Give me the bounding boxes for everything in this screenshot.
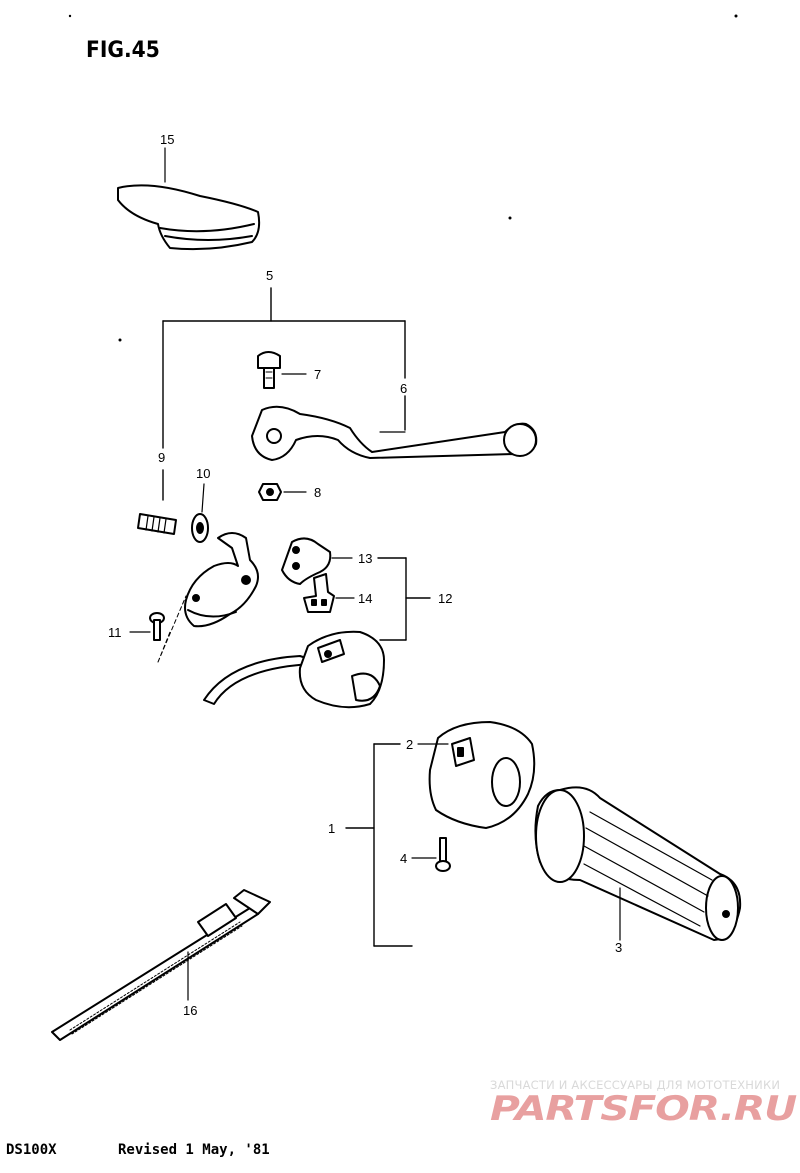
screw-4-part <box>435 837 451 872</box>
clutch-lever-part <box>251 405 538 461</box>
adjuster-part <box>137 513 177 535</box>
revision-label: Revised 1 May, '81 <box>118 1142 270 1158</box>
figure-title: FIG.45 <box>86 38 160 63</box>
bracket-5 <box>162 287 406 501</box>
callout-11: 11 <box>108 625 122 640</box>
callout-3: 3 <box>615 940 622 955</box>
nut-part <box>258 483 282 501</box>
callout-15: 15 <box>160 132 174 147</box>
callout-6: 6 <box>400 381 407 396</box>
watermark-tagline: ЗАПЧАСТИ И АКСЕССУАРЫ ДЛЯ МОТОТЕХНИКИ <box>490 1078 781 1092</box>
screw-11-part <box>149 612 165 641</box>
switch-cover-part <box>281 537 332 585</box>
callout-8: 8 <box>314 485 321 500</box>
callout-10: 10 <box>196 466 210 481</box>
callout-13: 13 <box>358 551 372 566</box>
callout-9: 9 <box>158 450 165 465</box>
watermark-logo: PARTSFOR.RU <box>490 1090 797 1126</box>
leader-10 <box>201 483 205 513</box>
callout-12: 12 <box>438 591 452 606</box>
callout-7: 7 <box>314 367 321 382</box>
callout-16: 16 <box>183 1003 197 1018</box>
watermark-logo-text: PARTSFOR.RU <box>490 1090 796 1126</box>
locknut-part <box>191 513 209 543</box>
cable-tie-part <box>51 889 271 1041</box>
callout-5: 5 <box>266 268 273 283</box>
switch-plate-part <box>303 573 335 613</box>
bracket-12 <box>377 557 431 641</box>
callout-1: 1 <box>328 821 335 836</box>
lever-holder-part <box>184 532 259 628</box>
callout-14: 14 <box>358 591 372 606</box>
pivot-bolt-part <box>257 351 281 389</box>
callout-2: 2 <box>406 737 413 752</box>
bracket-1 <box>345 743 413 947</box>
callout-4: 4 <box>400 851 407 866</box>
model-label: DS100X <box>6 1142 57 1158</box>
throttle-case-part <box>428 721 536 829</box>
grip-part <box>534 786 742 941</box>
switch-assembly-part <box>203 630 385 709</box>
lever-cover-part <box>117 184 261 251</box>
